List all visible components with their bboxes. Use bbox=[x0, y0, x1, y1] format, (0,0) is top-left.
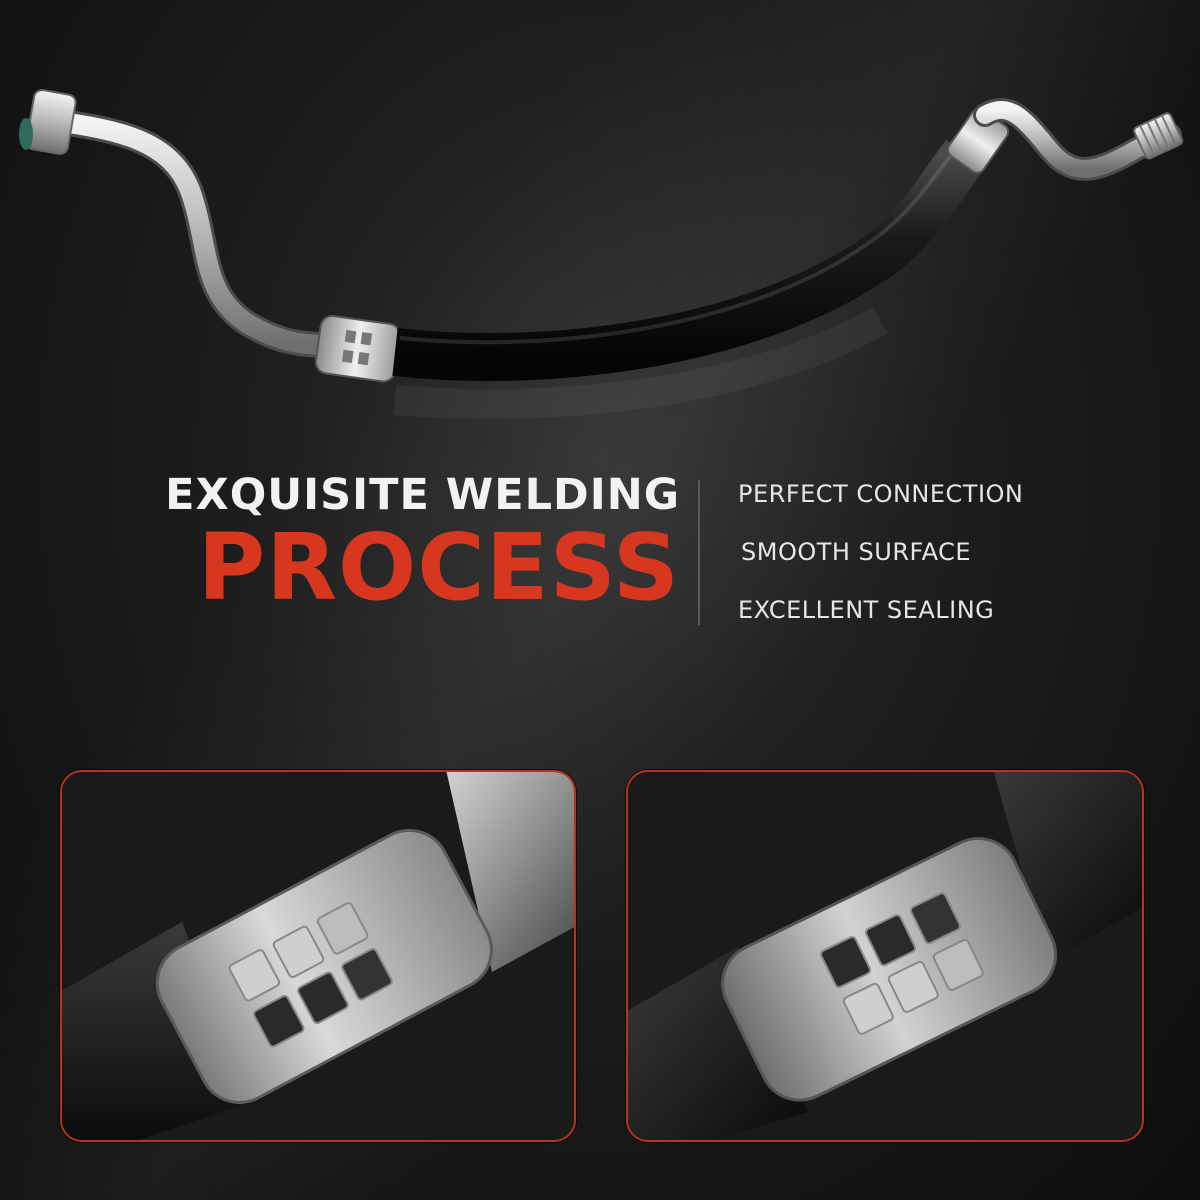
feature-item: EXCELLENT SEALING bbox=[738, 596, 995, 624]
ac-hose-assembly-image bbox=[19, 89, 1184, 420]
feature-item: PERFECT CONNECTION bbox=[738, 480, 1024, 508]
headline-line1: EXQUISITE WELDING bbox=[165, 470, 680, 520]
feature-list: PERFECT CONNECTION SMOOTH SURFACE EXCELL… bbox=[738, 478, 1023, 652]
headline: EXQUISITE WELDING PROCESS bbox=[160, 470, 680, 622]
ferrule-closeup-left-image bbox=[62, 772, 574, 1140]
ferrule-closeup-right-image bbox=[628, 772, 1142, 1140]
right-threaded-fitting bbox=[1133, 112, 1184, 160]
feature-item: SMOOTH SURFACE bbox=[741, 538, 972, 566]
left-ferrule bbox=[314, 314, 401, 383]
vertical-divider bbox=[698, 480, 700, 625]
detail-panel-left bbox=[60, 770, 576, 1142]
left-fitting bbox=[19, 89, 77, 155]
detail-panel-right bbox=[626, 770, 1144, 1142]
headline-line2: PROCESS bbox=[197, 514, 680, 622]
